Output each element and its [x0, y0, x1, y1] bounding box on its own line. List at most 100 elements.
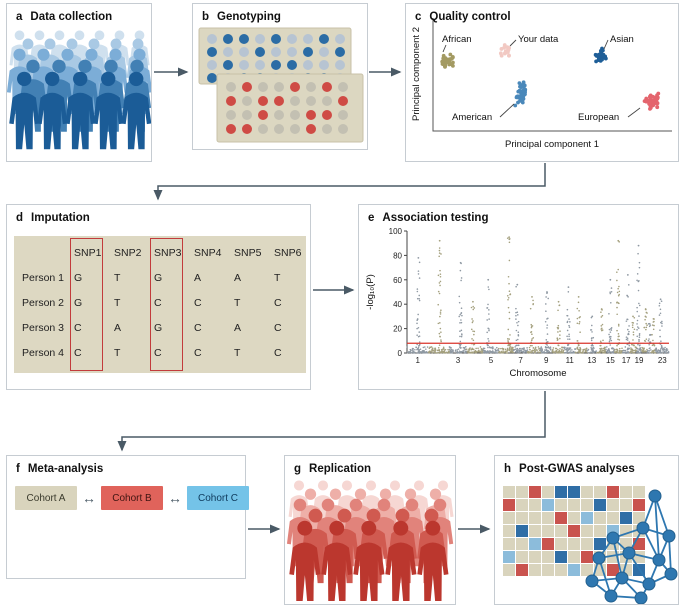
snp-point: [460, 321, 463, 324]
genotype-dot: [319, 60, 329, 70]
snp-point: [458, 295, 461, 298]
snp-point: [534, 346, 537, 349]
snp-peak-point: [557, 300, 560, 303]
snp-point: [610, 327, 613, 329]
snp-point: [518, 350, 521, 353]
snp-point: [416, 334, 418, 336]
snp-point: [486, 307, 489, 309]
genotype-cell: T: [274, 272, 281, 284]
snp-point: [582, 350, 584, 352]
snp-point: [571, 349, 573, 351]
genotype-cell: C: [194, 347, 202, 359]
snp-point: [522, 351, 525, 354]
snp-header: SNP2: [114, 247, 142, 259]
snp-point: [506, 350, 508, 352]
snp-point: [487, 303, 489, 306]
label-connector: [499, 103, 515, 118]
y-tick-label: 100: [389, 227, 403, 236]
snp-point: [621, 347, 623, 350]
snp-point: [662, 347, 664, 349]
snp-point: [465, 345, 467, 348]
snp-peak-point: [600, 308, 603, 310]
snp-point: [619, 352, 621, 354]
snp-peak-point: [417, 256, 420, 259]
snp-point: [465, 350, 468, 353]
snp-point: [516, 311, 519, 314]
snp-point: [479, 350, 482, 353]
person-silhouette: [121, 71, 151, 150]
snp-point: [610, 339, 613, 342]
snp-peak-point: [531, 295, 533, 298]
snp-point: [508, 290, 511, 293]
genotype-dot: [239, 60, 249, 70]
heatmap-cell: [529, 538, 541, 550]
snp-point: [659, 312, 662, 315]
snp-point: [659, 329, 661, 331]
panel-title: Meta-analysis: [27, 463, 104, 475]
genotype-cell: C: [154, 297, 162, 309]
snp-point: [609, 301, 612, 304]
snp-point: [566, 314, 568, 317]
snp-point: [558, 351, 561, 354]
person-silhouette: [93, 71, 124, 150]
snp-point: [557, 309, 559, 312]
snp-point: [638, 333, 641, 335]
snp-point: [577, 301, 580, 304]
snp-point: [618, 293, 620, 296]
pca-point: [447, 57, 452, 62]
snp-point: [440, 348, 443, 351]
heatmap-cell: [607, 564, 619, 576]
snp-point: [507, 298, 509, 301]
snp-point: [564, 351, 566, 354]
snp-point: [587, 351, 590, 354]
network-node: [604, 589, 618, 603]
snp-point: [658, 314, 661, 316]
snp-point: [472, 305, 474, 308]
snp-point: [418, 344, 421, 347]
snp-point: [631, 351, 634, 354]
snp-point: [507, 297, 510, 299]
snp-point: [541, 350, 543, 353]
snp-point: [636, 335, 639, 338]
heatmap-cell: [529, 512, 541, 524]
snp-point: [439, 311, 442, 313]
snp-peak-point: [567, 286, 570, 289]
genotype-cell: G: [74, 272, 83, 284]
heatmap-cell: [620, 512, 632, 524]
snp-point: [607, 351, 610, 354]
snp-point: [544, 349, 546, 351]
cohort-b-box: Cohort B: [101, 486, 163, 510]
genotype-dot: [223, 60, 233, 70]
snp-point: [649, 347, 651, 349]
snp-point: [607, 349, 609, 351]
snp-point: [547, 317, 549, 320]
cluster-label: European: [578, 112, 619, 123]
genotype-dot: [258, 124, 268, 134]
snp-header: SNP4: [194, 247, 222, 259]
snp-point: [627, 296, 629, 298]
snp-point: [498, 347, 500, 350]
double-arrow-icon: ↔: [168, 490, 182, 506]
snp-point: [526, 347, 528, 349]
snp-point: [639, 352, 641, 354]
snp-point: [636, 306, 638, 309]
pca-point: [507, 46, 511, 50]
snp-point: [563, 346, 565, 349]
genotype-cell: G: [154, 272, 163, 284]
y-tick-label: 40: [393, 300, 402, 309]
snp-point: [559, 347, 561, 350]
genotype-dot: [258, 96, 268, 106]
snp-point: [529, 348, 531, 351]
snp-point: [507, 340, 509, 342]
snp-point: [589, 351, 592, 354]
snp-point: [498, 350, 501, 353]
snp-point: [638, 261, 641, 264]
snp-point: [577, 348, 580, 351]
snp-point: [545, 346, 548, 349]
snp-point: [652, 328, 655, 331]
snp-point: [637, 280, 640, 283]
genotype-dot: [338, 96, 348, 106]
snp-point: [506, 347, 509, 350]
snp-point: [617, 287, 619, 290]
